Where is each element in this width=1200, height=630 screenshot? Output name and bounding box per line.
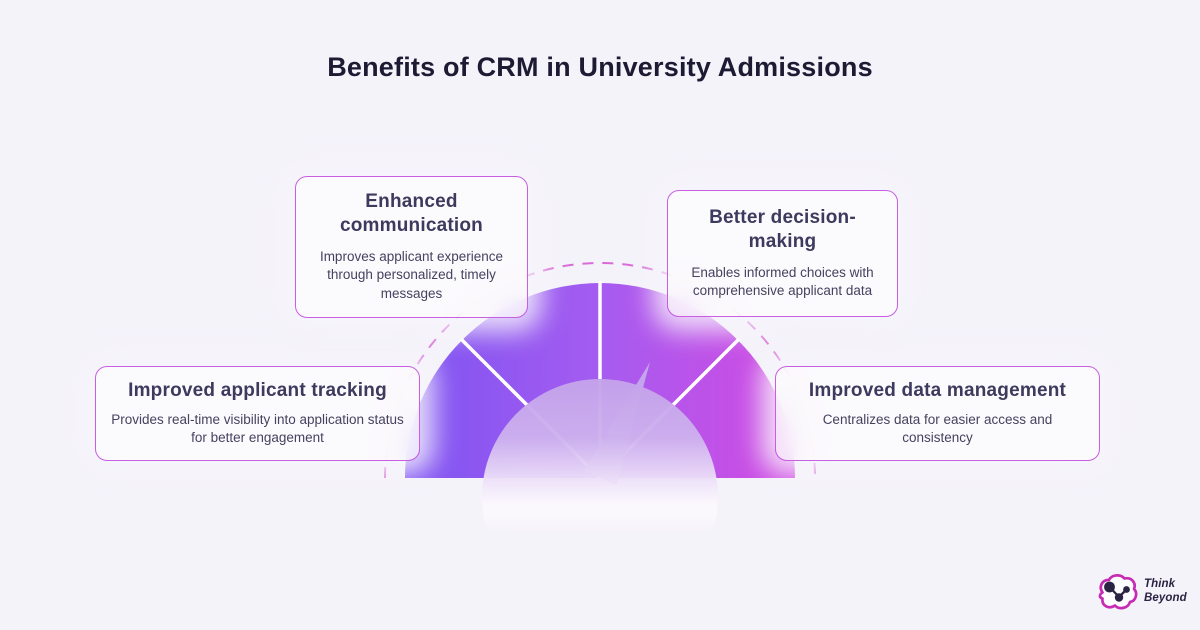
cloud-network-icon: [1098, 574, 1138, 610]
card-description: Improves applicant experience through pe…: [319, 248, 504, 302]
card-title: Enhanced communication: [339, 191, 483, 237]
card-title: Improved data management: [808, 380, 1067, 401]
brand-logo-text: Think Beyond: [1144, 578, 1187, 604]
card-description: Centralizes data for easier access and c…: [822, 411, 1053, 446]
benefit-card-improved-data-management: Improved data management Centralizes dat…: [775, 366, 1100, 461]
benefit-card-improved-applicant-tracking: Improved applicant tracking Provides rea…: [95, 366, 420, 461]
brand-logo-line1: Think: [1144, 578, 1176, 591]
page-title: Benefits of CRM in University Admissions: [327, 52, 873, 82]
card-description: Provides real-time visibility into appli…: [111, 411, 404, 446]
benefit-card-enhanced-communication: Enhanced communication Improves applican…: [295, 176, 528, 318]
card-description: Enables informed choices with comprehens…: [691, 264, 874, 299]
brand-logo-line2: Beyond: [1144, 591, 1187, 604]
benefit-card-better-decision-making: Better decision-making Enables informed …: [667, 190, 898, 317]
card-title: Better decision-making: [709, 207, 856, 252]
brand-logo: Think Beyond: [1094, 571, 1187, 612]
card-title: Improved applicant tracking: [128, 380, 387, 401]
